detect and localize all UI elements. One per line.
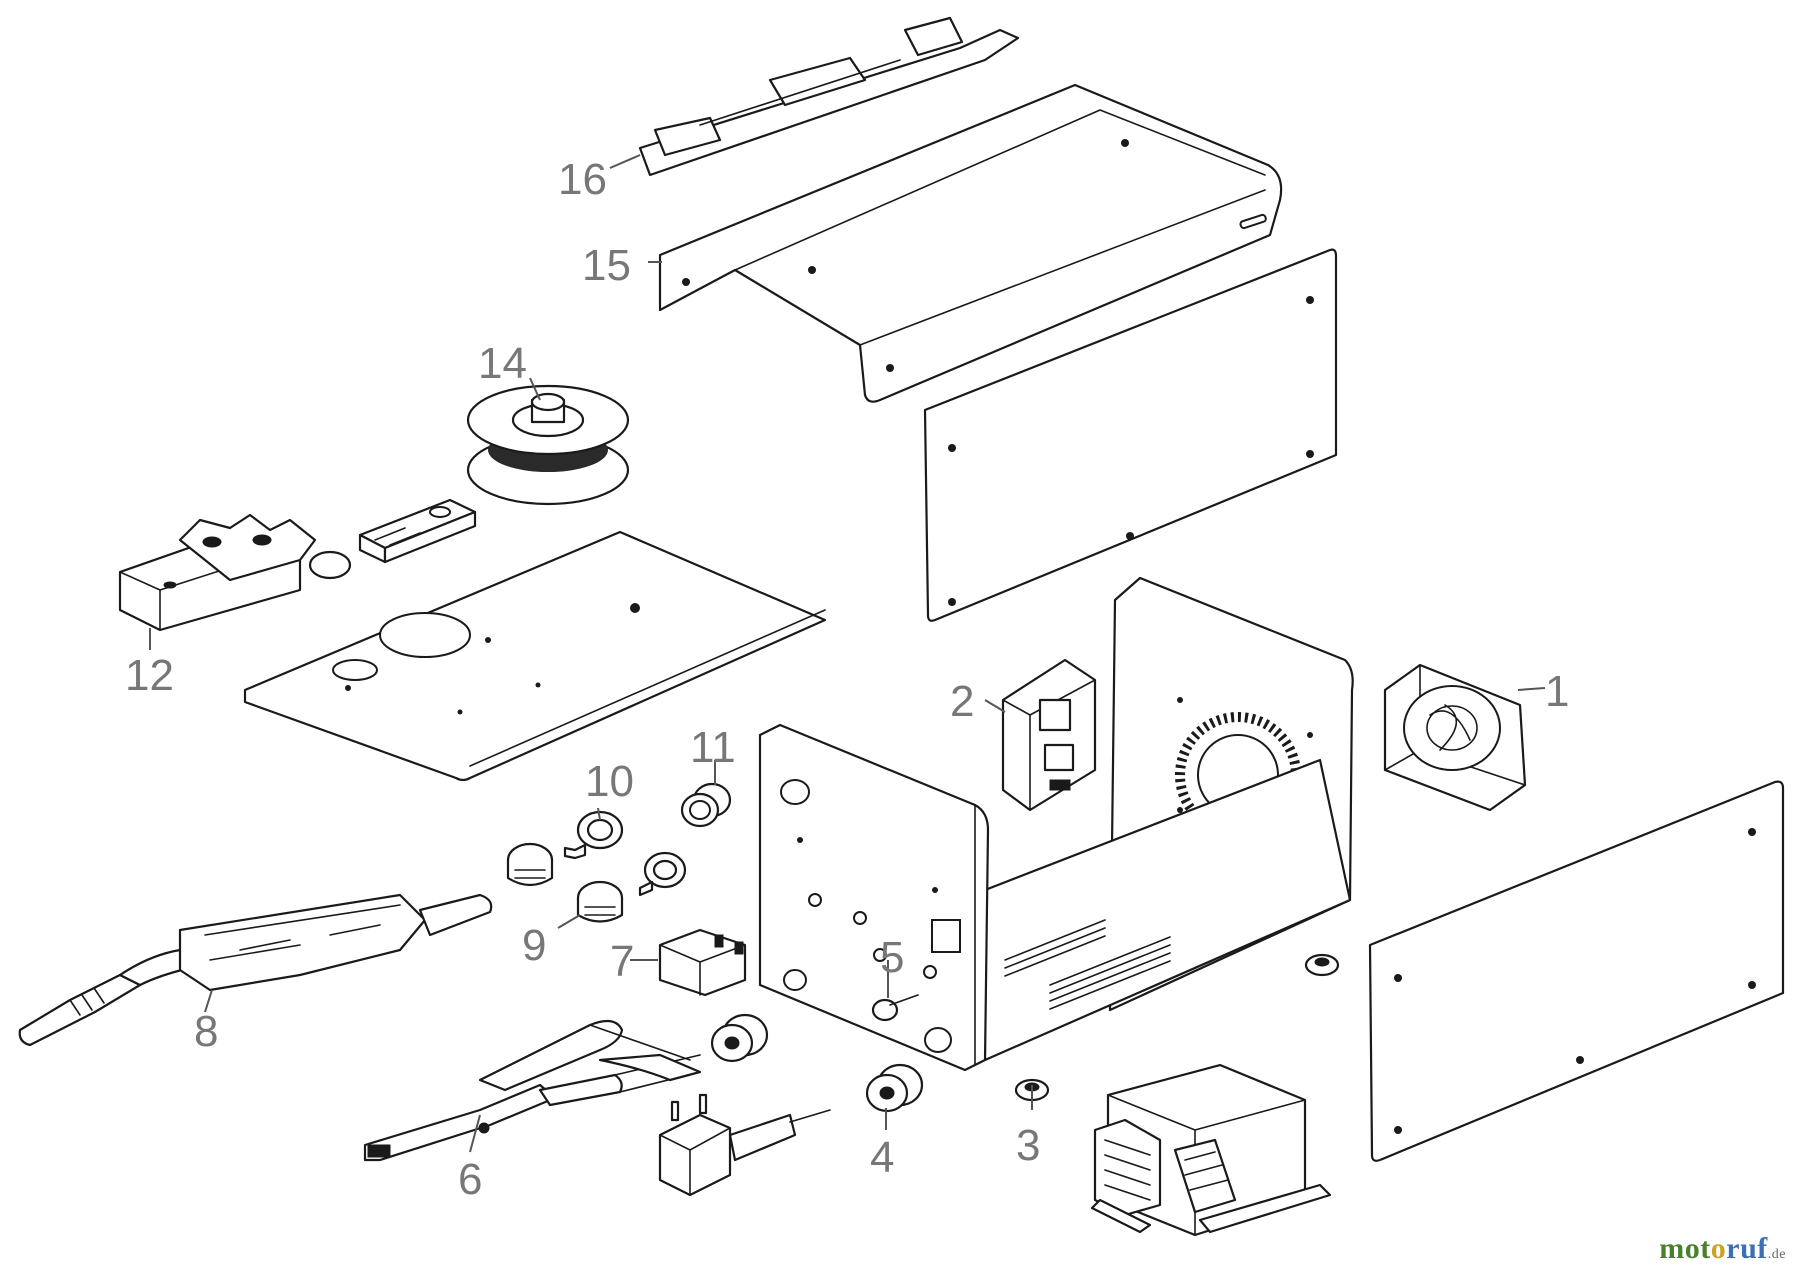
callout-11: 11 <box>690 723 736 772</box>
callout-16: 16 <box>558 155 607 204</box>
callout-15: 15 <box>582 241 631 290</box>
watermark-part1: mot <box>1659 1232 1711 1265</box>
side-panel-upper <box>923 248 1338 622</box>
callout-8: 8 <box>194 1007 218 1056</box>
part-6-earth-clamp <box>363 1019 702 1162</box>
part-12-wire-feed-unit <box>118 513 352 632</box>
callout-12: 12 <box>125 651 174 700</box>
callout-4: 4 <box>870 1133 894 1182</box>
part-4-cable-grommet <box>710 1013 924 1113</box>
side-panel-lower <box>1368 780 1785 1162</box>
motoruf-watermark-logo: motoruf.de <box>1659 1232 1786 1266</box>
callout-14: 14 <box>478 339 527 388</box>
wire-guide-part <box>358 498 477 564</box>
watermark-part3: ruf <box>1726 1232 1768 1265</box>
watermark-tld: .de <box>1767 1247 1786 1262</box>
part-15-top-cover <box>658 83 1283 403</box>
part-8-welding-torch <box>18 893 493 1047</box>
callout-3: 3 <box>1016 1121 1040 1170</box>
leader-lines <box>149 154 1546 1153</box>
part-5-indicator-lamp <box>871 994 919 1022</box>
part-14-wire-spool <box>466 384 630 506</box>
floor-vent-slots <box>1004 919 1171 1010</box>
callout-5: 5 <box>880 933 904 982</box>
part-2-circuit-board <box>1001 658 1097 812</box>
callout-7: 7 <box>610 937 634 986</box>
transformer <box>1090 1063 1332 1237</box>
part-10-potentiometer <box>563 810 624 860</box>
callout-9: 9 <box>522 921 546 970</box>
callout-10: 10 <box>585 757 634 806</box>
part-11-grommet <box>680 782 732 828</box>
part-7-rocker-switch <box>658 928 747 997</box>
callout-1: 1 <box>1545 667 1569 716</box>
callout-labels: 1 2 3 4 5 6 7 8 9 10 11 12 14 15 16 <box>125 155 1569 1204</box>
callout-2: 2 <box>950 677 974 726</box>
potentiometer <box>638 851 687 897</box>
part-9-connector-socket <box>576 880 624 923</box>
main-chassis <box>758 576 1354 1072</box>
callout-6: 6 <box>458 1155 482 1204</box>
part-16-carrying-strap <box>638 16 1020 177</box>
part-1-cooling-fan <box>1383 663 1527 812</box>
connector-socket <box>506 842 554 887</box>
watermark-part2: o <box>1710 1232 1727 1265</box>
mains-plug <box>658 1093 831 1197</box>
base-plate <box>243 530 827 782</box>
